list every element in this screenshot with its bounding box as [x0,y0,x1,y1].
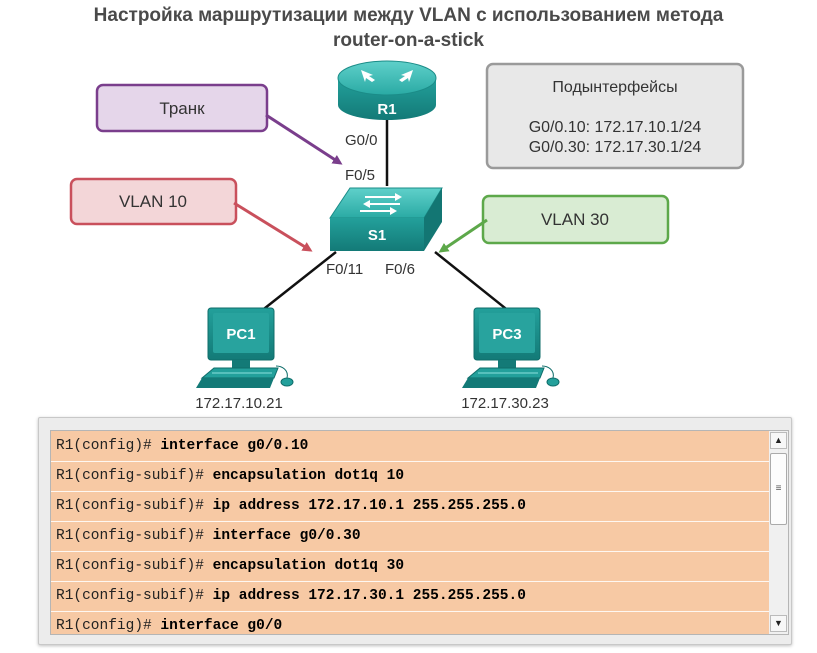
cli-prompt: R1(config-subif)# [56,528,213,544]
port-label-f0-11: F0/11 [326,261,363,278]
cli-command: encapsulation dot1q 30 [212,558,405,574]
cli-separator [51,521,770,522]
cli-prompt: R1(config)# [56,438,161,454]
pc3-screen [479,313,535,353]
cli-separator [51,581,770,582]
cli-output[interactable]: R1(config)# interface g0/0.10 R1(config-… [50,430,771,635]
vlan30-label-box [481,194,670,245]
router-top [337,60,437,96]
cli-separator [51,611,770,612]
switch-front [330,218,424,251]
switch-label: S1 [368,227,386,244]
cli-prompt: R1(config-subif)# [56,498,213,514]
subinterfaces-box [485,62,745,170]
cli-separator [51,551,770,552]
cli-command: interface g0/0.10 [160,438,309,454]
switch-arrows-icon [360,193,402,215]
cli-line: R1(config-subif)# ip address 172.17.10.1… [56,494,526,518]
subinterface-line-1: G0/0.10: 172.17.10.1/24 [529,119,702,136]
vlan30-arrow [438,218,488,253]
cli-command: interface g0/0 [160,618,283,634]
port-label-f0-6: F0/6 [385,261,415,278]
vlan10-arrow [233,201,313,252]
port-label-g0-0: G0/0 [345,132,378,149]
cli-terminal: R1(config)# interface g0/0.10 R1(config-… [38,417,792,645]
cli-command: encapsulation dot1q 10 [212,468,405,484]
pc3-label: PC3 [492,326,521,343]
vlan30-label: VLAN 30 [541,210,609,229]
pc3-base [462,378,540,388]
pc1-stand [232,360,250,368]
cli-line: R1(config-subif)# encapsulation dot1q 30 [56,554,404,578]
trunk-label: Транк [159,99,205,118]
trunk-arrow [265,113,343,165]
pc1-screen [213,313,269,353]
pc3-mouse-cable [541,365,554,379]
cli-prompt: R1(config-subif)# [56,468,213,484]
subinterface-line-2: G0/0.30: 172.17.30.1/24 [529,139,702,156]
router-label: R1 [377,101,396,118]
pc3: PC3 [462,307,560,388]
port-label-f0-5: F0/5 [345,167,375,184]
cli-separator [51,461,770,462]
pc1-address: 172.17.10.21 [195,395,283,412]
cli-scrollbar[interactable]: ▲ ≡ ▼ [769,430,789,635]
scroll-down-icon[interactable]: ▼ [770,615,787,632]
pc3-stand [498,360,516,368]
pc1: PC1 [196,307,294,388]
router-arrows-icon [361,70,413,82]
link-s1-pc3 [434,251,511,313]
switch-s1: S1 [329,187,443,251]
pc1-mouse [280,377,294,387]
diagram-title: Настройка маршрутизации между VLAN с исп… [0,3,817,53]
cli-prompt: R1(config)# [56,618,161,634]
cli-command: ip address 172.17.10.1 255.255.255.0 [212,498,526,514]
scroll-thumb[interactable]: ≡ [770,453,787,525]
cli-separator [51,491,770,492]
pc1-mouse-cable [275,365,288,379]
cli-line: R1(config)# interface g0/0 [56,614,283,634]
subinterfaces-heading: Подынтерфейсы [552,79,677,96]
network-diagram: Транк VLAN 10 VLAN 30 Подынтерфейсы G0/0… [69,60,745,412]
cli-line: R1(config-subif)# encapsulation dot1q 10 [56,464,404,488]
trunk-label-box [95,83,269,133]
cli-command: interface g0/0.30 [212,528,361,544]
title-line-2: router-on-a-stick [333,30,484,51]
cli-line: R1(config-subif)# interface g0/0.30 [56,524,361,548]
vlan10-label-box [69,177,238,226]
cli-command: ip address 172.17.30.1 255.255.255.0 [212,588,526,604]
cli-prompt: R1(config-subif)# [56,558,213,574]
vlan10-label: VLAN 10 [119,192,187,211]
link-s1-pc1 [259,251,337,313]
cli-line: R1(config-subif)# ip address 172.17.30.1… [56,584,526,608]
cli-prompt: R1(config-subif)# [56,588,213,604]
switch-side [424,188,442,251]
pc3-mouse [546,377,560,387]
scroll-up-icon[interactable]: ▲ [770,432,787,449]
pc1-base [196,378,274,388]
pc1-label: PC1 [226,326,255,343]
pc3-address: 172.17.30.23 [461,395,549,412]
cli-line: R1(config)# interface g0/0.10 [56,434,308,458]
title-line-1: Настройка маршрутизации между VLAN с исп… [93,5,724,26]
router-r1: R1 [337,60,437,120]
